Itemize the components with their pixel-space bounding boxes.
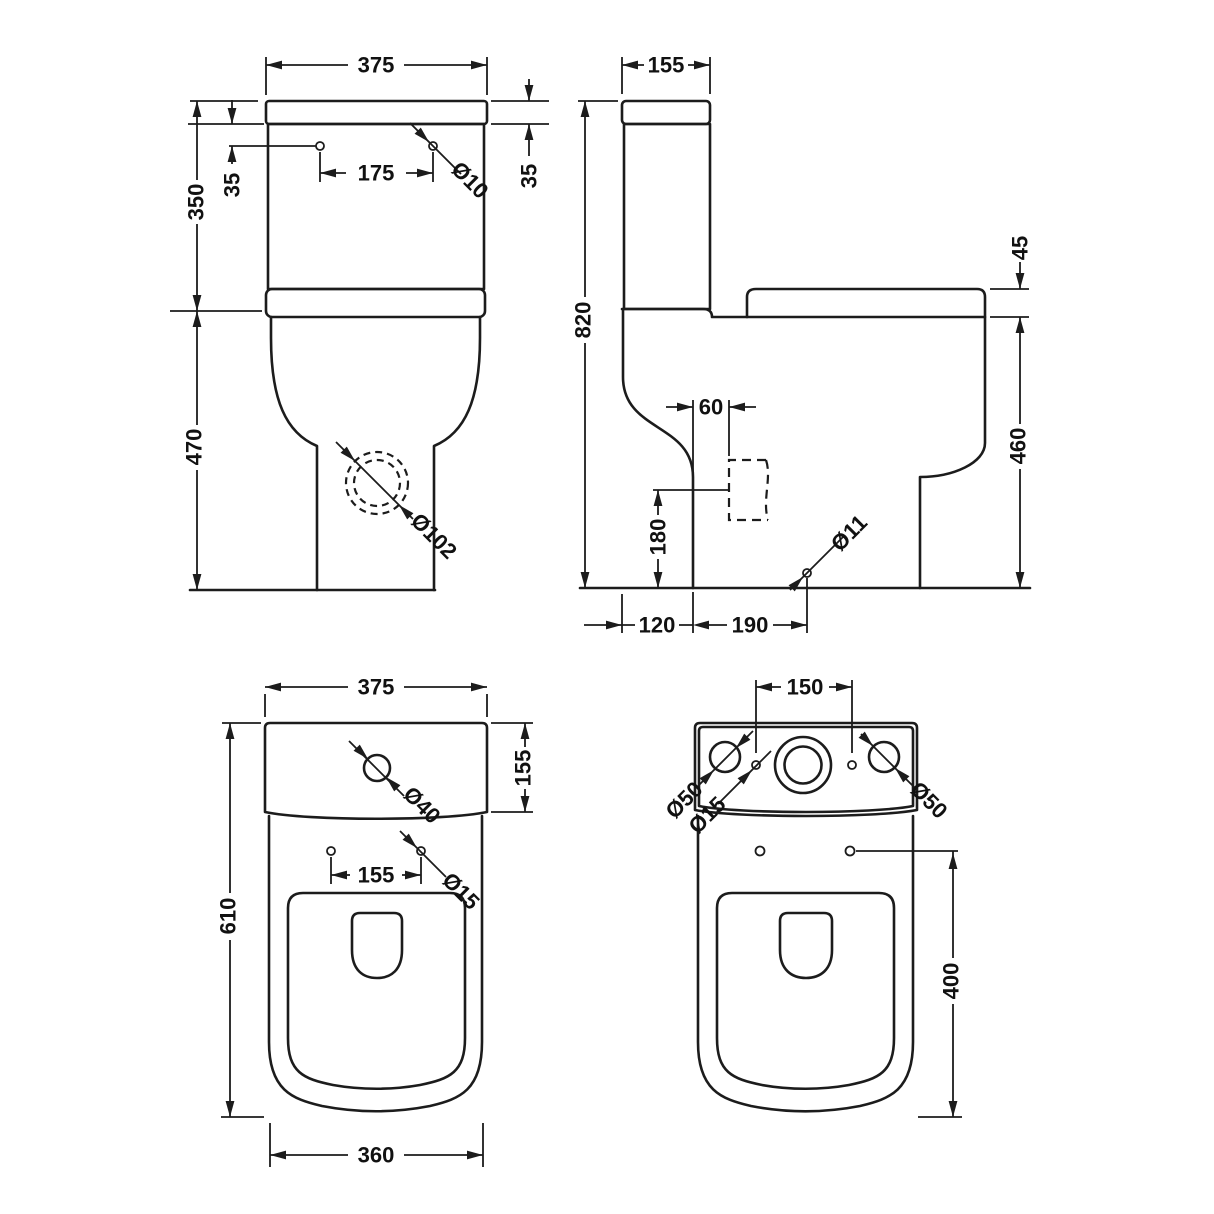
dim-front-hole-spacing: 175 (358, 161, 395, 186)
bowl-well-outline (350, 911, 404, 980)
overflow-hole-right (847, 760, 857, 770)
dim-front-cistern-height: 350 (184, 184, 209, 221)
dim-pan-base-width: 360 (358, 1143, 395, 1168)
bowl-right-outline (432, 315, 482, 592)
inlet-hole-right (867, 740, 901, 774)
outlet-circle-outer (344, 450, 410, 516)
base-fixing-hole (802, 568, 812, 578)
dim-pan-shelf-depth: 155 (511, 750, 536, 787)
seat-fixing-hole-left (326, 846, 336, 856)
cistern-plan-outer (693, 721, 919, 818)
pan-body-outline-2 (696, 814, 915, 1113)
pan-body-outline (267, 814, 484, 1113)
cistern-tank-outline (266, 122, 486, 291)
flush-button-inner (783, 745, 823, 785)
dim-pan-overall-width: 375 (358, 675, 395, 700)
bowl-left-outline (269, 315, 319, 592)
tank-hole-left (315, 141, 325, 151)
bowl-well-outline-2 (778, 911, 834, 980)
dim-front-hole-diameter: Ø10 (446, 156, 493, 203)
dim-side-seat-thickness: 45 (1008, 236, 1033, 260)
dim-top-bowl-length: 400 (939, 963, 964, 1000)
dim-top-inlet-spacing: 150 (787, 675, 824, 700)
pan-plan-view: 375 155 Ø40 155 Ø15 610 360 (216, 675, 536, 1168)
seat-fixing-hole-right (416, 846, 426, 856)
seat-opening-outline-2 (715, 891, 896, 1091)
dim-side-fixing-setback: 190 (732, 613, 769, 638)
top-plan-view: 150 Ø50 Ø15 Ø50 400 (660, 675, 964, 1118)
cistern-plan-inner (697, 725, 915, 814)
outlet-spigot-dashed (727, 458, 768, 522)
dim-side-outlet-offset: 60 (699, 395, 723, 420)
dim-side-fixing-hole-diameter: Ø11 (826, 510, 872, 556)
outlet-spigot-break-line (764, 459, 770, 521)
seat-and-pan-front (745, 287, 987, 590)
dim-front-pan-height: 470 (182, 429, 207, 466)
dim-side-overall-height: 820 (571, 302, 596, 339)
dim-side-outlet-height: 180 (646, 519, 671, 556)
outlet-circle-inner (352, 458, 402, 508)
pan-back-profile (621, 307, 695, 590)
dim-side-cistern-depth: 155 (648, 53, 685, 78)
hinge-hole-left (754, 845, 766, 857)
cistern-shelf-outline (263, 721, 489, 821)
dim-pan-flush-hole-diameter: Ø40 (398, 781, 445, 828)
cistern-tank-side (622, 122, 712, 311)
flush-hole (362, 753, 392, 783)
dim-pan-overall-length: 610 (216, 898, 241, 935)
dim-front-overall-width: 375 (358, 53, 395, 78)
dim-front-lid-height: 35 (517, 164, 542, 188)
hinge-hole-right (844, 845, 856, 857)
dim-pan-seat-hole-spacing: 155 (358, 863, 395, 888)
front-view: 375 35 35 175 Ø10 350 470 Ø102 (170, 53, 549, 592)
dim-front-hole-drop: 35 (220, 173, 245, 197)
cistern-lid-outline (264, 99, 489, 126)
tank-hole-right (428, 141, 438, 151)
side-view: 155 820 45 460 60 180 Ø11 120 (571, 53, 1033, 638)
seat-band-outline (264, 287, 487, 319)
overflow-hole-left (751, 760, 761, 770)
dim-side-bowl-height: 460 (1006, 428, 1031, 465)
dim-side-outlet-setback: 120 (639, 613, 676, 638)
inlet-hole-left (708, 740, 742, 774)
pan-ledge-line (620, 307, 987, 319)
cistern-lid-side (620, 99, 712, 126)
seat-opening-outline (286, 891, 467, 1091)
flush-button-outer (773, 735, 833, 795)
